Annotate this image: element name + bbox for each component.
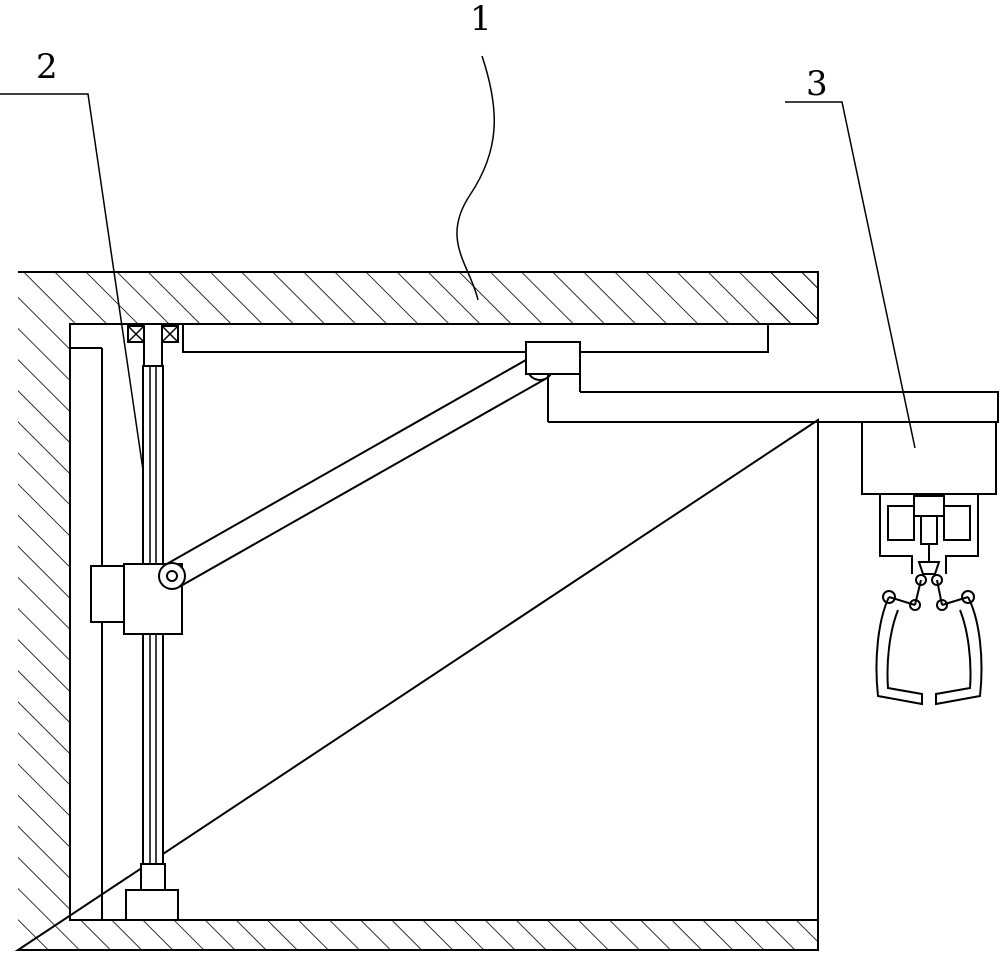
horizontal-boom (548, 391, 999, 423)
top-guide-rail (182, 323, 769, 353)
callout-2: 2 (0, 47, 144, 471)
callout-3: 3 (785, 64, 916, 449)
rod-base-block (125, 889, 179, 921)
slider-block (90, 563, 183, 635)
gripper-assembly (861, 421, 997, 706)
gripper-finger-right (935, 596, 983, 706)
rod-base-collar (140, 863, 166, 891)
callout-1: 1 (456, 0, 495, 301)
gripper-housing (861, 421, 997, 495)
gripper-cylinder (913, 495, 945, 517)
carriage (525, 341, 581, 422)
housing-wall-hatch-right-top (770, 272, 818, 324)
left-guide-rail (70, 347, 103, 920)
gripper-frame (879, 494, 979, 574)
callout-1-label: 1 (470, 0, 492, 39)
gripper-finger-left (875, 596, 923, 706)
callout-3-label: 3 (806, 64, 828, 104)
callout-2-label: 2 (36, 47, 58, 87)
link-arm (158, 353, 554, 590)
